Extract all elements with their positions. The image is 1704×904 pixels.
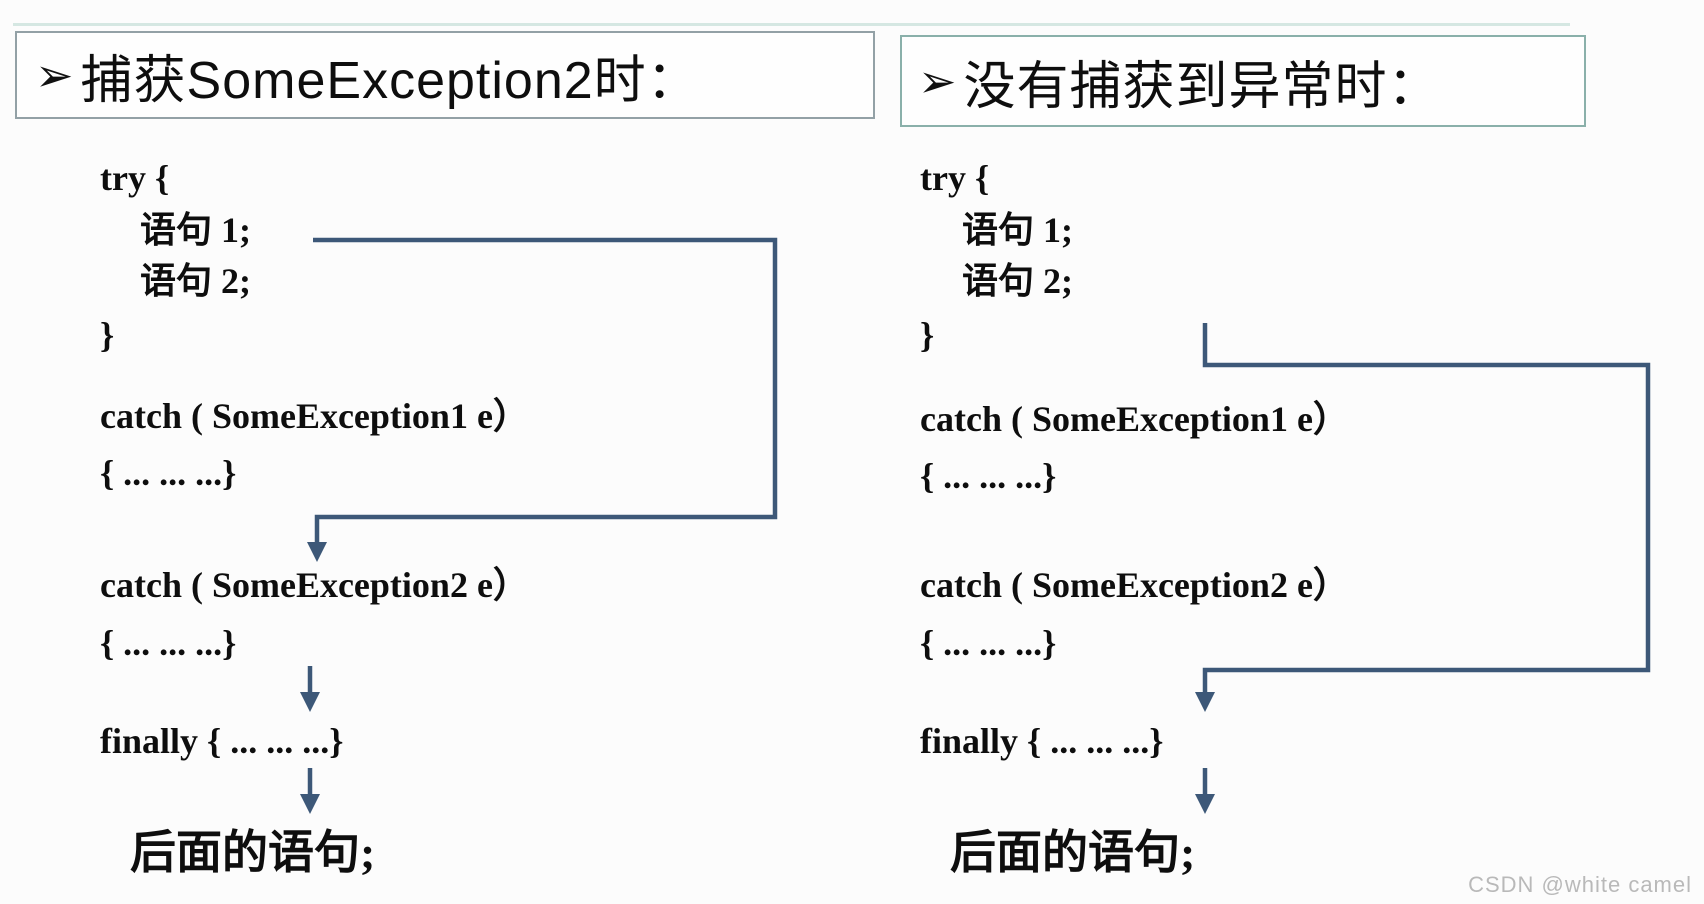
code-line-try-close: } [100, 315, 115, 355]
csdn-watermark: CSDN @white camel [1468, 872, 1692, 897]
code-line-catch1: catch ( SomeException1 e） [100, 396, 529, 436]
top-divider-line [13, 23, 1570, 26]
code-line-stmt2: 语句 2; [962, 261, 1073, 301]
code-line-catch1-body: { ... ... ...} [920, 456, 1057, 496]
code-line-catch2-body: { ... ... ...} [100, 623, 237, 663]
code-line-catch1-body: { ... ... ...} [100, 453, 237, 493]
code-line-stmt1: 语句 1; [140, 210, 251, 250]
code-line-stmt1: 语句 1; [962, 210, 1073, 250]
left-panel-title: 捕获SomeException2时： [80, 51, 700, 110]
right-code-block: try { 语句 1; 语句 2; } catch ( SomeExceptio… [820, 0, 1704, 904]
code-line-after: 后面的语句; [950, 827, 1196, 878]
code-line-catch2: catch ( SomeException2 e） [100, 565, 529, 605]
left-panel-title-box: ➢ 捕获SomeException2时： [15, 31, 875, 119]
code-line-try-open: try { [920, 158, 990, 198]
code-line-try-open: try { [100, 158, 170, 198]
right-panel-title: 没有捕获到异常时： [963, 57, 1441, 116]
code-line-catch1: catch ( SomeException1 e） [920, 399, 1349, 439]
code-line-finally: finally { ... ... ...} [920, 721, 1164, 761]
code-line-stmt2: 语句 2; [140, 261, 251, 301]
code-line-catch2-body: { ... ... ...} [920, 623, 1057, 663]
left-code-block: try { 语句 1; 语句 2; } catch ( SomeExceptio… [100, 158, 529, 878]
code-line-finally: finally { ... ... ...} [100, 721, 344, 761]
arrow-bullet-icon: ➢ [918, 55, 958, 107]
arrow-bullet-icon: ➢ [35, 49, 75, 101]
right-panel-title-box: ➢ 没有捕获到异常时： [900, 35, 1586, 127]
code-line-try-close: } [920, 315, 935, 355]
code-line-catch2: catch ( SomeException2 e） [920, 565, 1349, 605]
code-line-after: 后面的语句; [130, 827, 376, 878]
